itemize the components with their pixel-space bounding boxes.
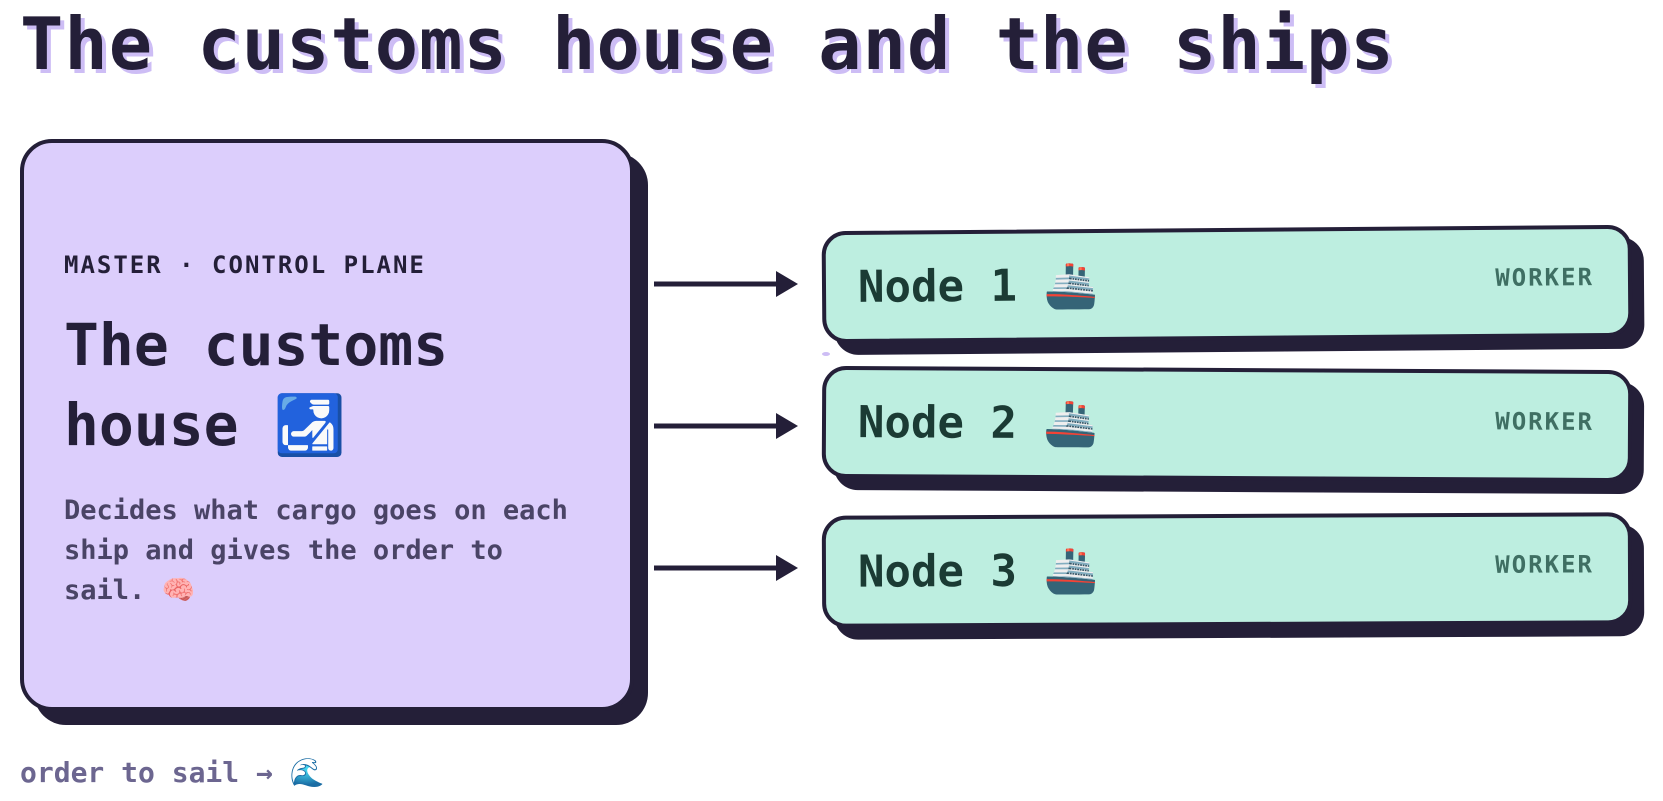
master-heading-line1: The customs <box>64 311 449 379</box>
master-heading: The customs house 🛃 <box>64 305 590 465</box>
decorative-dot <box>822 352 830 356</box>
master-card: MASTER · CONTROL PLANE The customs house… <box>20 139 634 711</box>
arrow-to-node-2 <box>654 413 798 439</box>
footnote: order to sail → 🌊 <box>20 756 325 789</box>
arrow-to-node-3 <box>654 555 798 581</box>
master-heading-line2: house 🛃 <box>64 391 346 459</box>
master-eyebrow: MASTER · CONTROL PLANE <box>64 251 426 279</box>
node-1-tag: WORKER <box>1495 263 1595 292</box>
node-2-name: Node 2 🚢 <box>857 397 1099 450</box>
worker-node-1: Node 1 🚢 WORKER <box>821 224 1633 344</box>
node-3-tag: WORKER <box>1495 550 1595 579</box>
node-2-tag: WORKER <box>1495 407 1595 436</box>
master-description: Decides what cargo goes on each ship and… <box>64 495 568 606</box>
worker-node-2: Node 2 🚢 WORKER <box>821 365 1633 483</box>
worker-node-3: Node 3 🚢 WORKER <box>821 512 1633 628</box>
arrow-to-node-1 <box>654 271 798 297</box>
page-title: The customs house and the ships <box>20 2 1395 86</box>
node-1-name: Node 1 🚢 <box>857 260 1099 313</box>
node-3-name: Node 3 🚢 <box>857 545 1099 598</box>
